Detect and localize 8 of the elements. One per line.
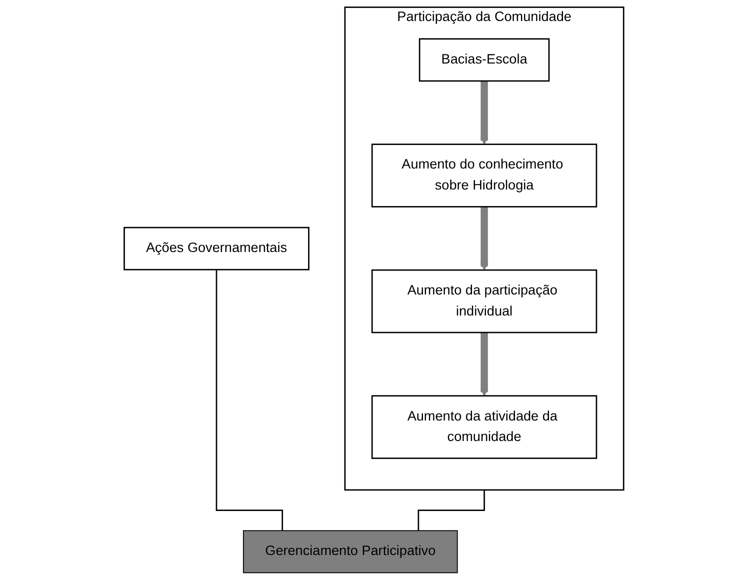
connector [215,268,283,531]
node-box: Bacias-Escola [418,38,550,82]
connector [417,489,485,531]
node-box: Aumento da atividade da comunidade [370,395,597,459]
node-box: Aumento do conhecimento sobre Hidrologia [370,144,597,208]
node-box: Ações Governamentais [123,226,309,270]
node-box: Aumento da participação individual [370,269,597,334]
node-box: Gerenciamento Participativo [242,530,458,574]
